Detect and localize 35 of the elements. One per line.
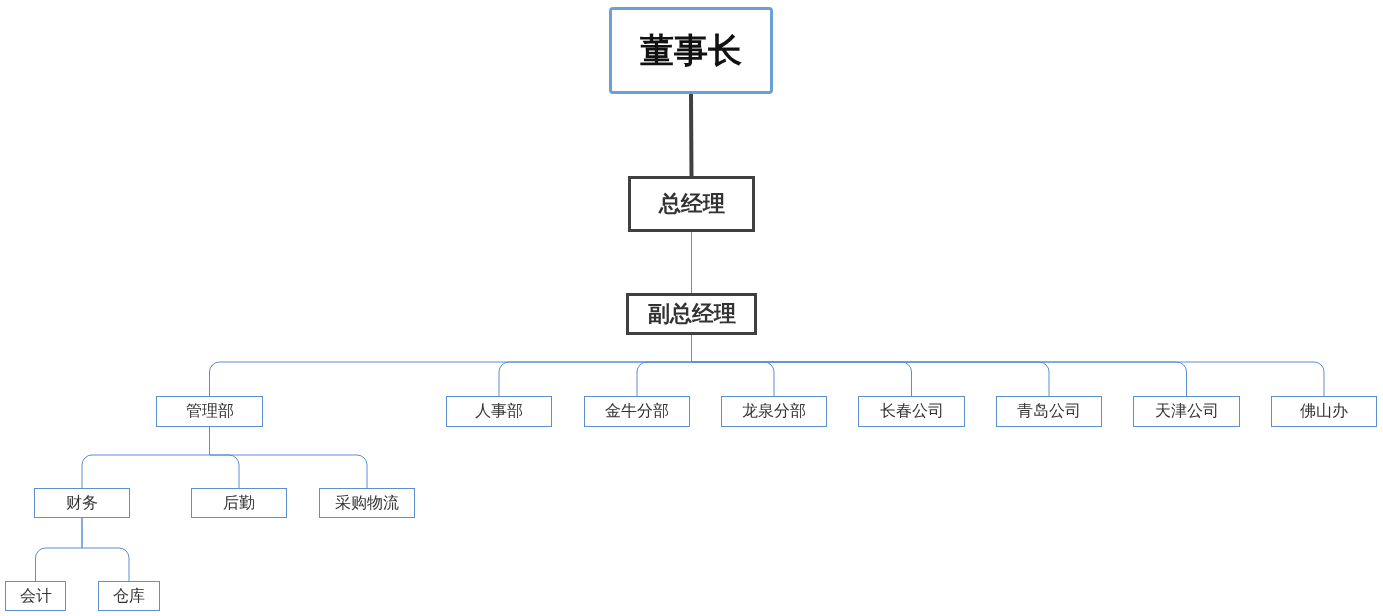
org-box — [34, 488, 130, 518]
box-label: 青岛公司 — [1017, 401, 1081, 422]
org-box — [446, 396, 552, 427]
box-label: 财务 — [66, 492, 98, 514]
org-box — [721, 396, 827, 427]
box-label: 管理部 — [185, 401, 234, 422]
org-box — [626, 293, 757, 335]
box-label: 人事部 — [475, 401, 523, 422]
org-box — [628, 176, 755, 232]
box-label: 副总经理 — [647, 300, 736, 328]
box-label: 龙泉分部 — [742, 401, 806, 422]
box-label: 会计 — [19, 585, 52, 607]
org-box — [584, 396, 690, 427]
box-label: 董事长 — [640, 28, 742, 72]
box-label: 总经理 — [658, 190, 725, 218]
org-box — [858, 396, 965, 427]
org-box — [1271, 396, 1377, 427]
org-box — [609, 7, 773, 94]
box-label: 后勤 — [223, 492, 255, 514]
box-label: 佛山办 — [1300, 401, 1348, 422]
box-label: 采购物流 — [335, 492, 399, 514]
org-box — [319, 488, 415, 518]
connector-line — [691, 231, 692, 294]
box-label: 金牛分部 — [605, 401, 669, 422]
org-box — [1133, 396, 1240, 427]
org-box — [98, 581, 160, 611]
connector-line — [689, 94, 694, 176]
org-box — [5, 581, 66, 611]
box-label: 仓库 — [113, 585, 145, 607]
org-box — [156, 396, 263, 427]
box-label: 天津公司 — [1154, 401, 1219, 422]
connector-line — [81, 517, 130, 582]
box-label: 长春公司 — [879, 401, 944, 422]
org-box — [996, 396, 1102, 427]
org-box — [191, 488, 287, 518]
